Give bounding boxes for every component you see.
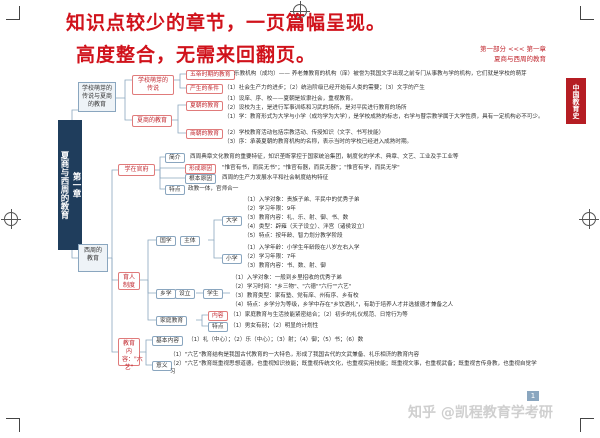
node-jianjie: 简介 [165, 153, 185, 163]
text-family-1: （1）家庭教育与生活技能紧密结合；（2）初步的礼仪规范、日常行为等 [230, 312, 408, 318]
node-guoxue: 国学 [156, 236, 176, 246]
text-xia-1: （1）设庠、序、校——夏朝是奴隶社会，重视教育。 [224, 96, 357, 102]
text-shang-3: （3）序：承袭夏朝的教育机构的名称，表示当时的学校已经进入成熟时期。 [224, 139, 413, 145]
node-basic: 基本内容 [152, 336, 184, 346]
text-daxue-1: （1）入学对象：贵族子弟、平民中的优秀子弟 [244, 197, 360, 203]
text-jianjie: 西周典章文化教育的重要特征，知识垄断掌控于国家统治集团，制度化的学术、典章、文艺… [190, 154, 459, 160]
text-formation: "惟官有书，而民无书"；"惟官有器，而民无器"；"惟官有学，而民无学" [222, 165, 400, 171]
node-traditions: 学校萌芽的传说 [132, 75, 174, 95]
text-shang-2: （2）学校教育活动包括宗教活动、传授知识（文字、书写技能） [224, 130, 385, 136]
crop-mark-bottom-right [580, 418, 594, 432]
node-shang: 商朝的教育 [186, 129, 223, 139]
text-features: 政教一体，官师合一 [188, 186, 239, 192]
crop-mark-top-left [6, 6, 20, 20]
text-basic: （1）礼（中心）；（2）乐（中心）；（3）射；（4）御；（5）书；（6）数 [188, 337, 364, 343]
node-xiashang: 学校萌芽的传说与夏商的教育 [78, 82, 116, 112]
breadcrumb-part: 第一部分 <<< 第一章 [480, 45, 546, 53]
registration-mark-left [1, 209, 21, 229]
registration-mark-right [579, 209, 599, 229]
text-daxue-2: （2）学习年限：9年 [244, 206, 296, 212]
text-xiangxue-4: （4）特点：乡学分为等级，乡学中存在"乡饮酒礼"，有助于培养人才并选拔德才兼备之… [232, 302, 454, 308]
text-xiaoxue-2: （2）学习年限：7年 [244, 254, 296, 260]
node-xiangxue-set: 设立 [175, 289, 195, 299]
chapter-number: 第一章 [71, 172, 81, 198]
side-tab: 中国教育史 [566, 78, 586, 124]
node-family: 家庭教育 [156, 316, 188, 326]
text-xiaoxue-3: （3）教育内容：书、数、射、御 [244, 263, 326, 269]
text-root-cause: 西周的生产力发展水平和社会制度结构特征 [222, 175, 329, 181]
node-family-content: 内容 [208, 311, 228, 321]
node-main: 主体 [180, 236, 200, 246]
node-xiashang-edu: 夏商的教育 [132, 115, 172, 127]
node-wudi: 五帝时期的教育 [186, 70, 235, 80]
text-xiangxue-1: （1）入学对象：一般到乡里招收的优秀子弟 [232, 275, 342, 281]
node-xiaoxue: 小学 [222, 254, 242, 264]
text-xiangxue-2: （2）学习时间："乡三物"、"六德""六行""六艺" [232, 284, 352, 290]
node-xia: 夏朝的教育 [186, 101, 223, 111]
text-shang-1: （1）学：教育形式为大学与小学（成均学为大学），是学校成熟的标志，右学与瞽宗教学… [224, 114, 544, 120]
text-significance-2: （2）"六艺"教育既重视思想道德，也重视知识技能；既重视传统文化，也重视实用技能… [170, 361, 537, 375]
text-conditions: （1）社会生产力的进步；（2）统治阶级已经开始有人类的需要；（3）文字的产生 [224, 85, 425, 91]
node-features: 特点 [165, 185, 185, 195]
node-conditions: 产生的条件 [186, 84, 223, 94]
chapter-block: 第一章 夏商与西周的教育 [58, 120, 82, 250]
crop-mark-top-right [580, 6, 594, 20]
headline-line-2: 高度整合，无需来回翻页。 [76, 44, 317, 66]
text-family-2: （1）男女有别；（2）明显的计划性 [230, 323, 319, 329]
node-xiangxue-student: 学生 [203, 289, 223, 299]
node-significance: 意义 [152, 361, 172, 371]
node-guanxue: 学在官府 [118, 164, 155, 176]
text-daxue-3: （3）教育内容：礼、乐、射、御、书、数 [244, 215, 349, 221]
headline-line-1: 知识点较少的章节，一页篇幅呈现。 [66, 12, 387, 34]
node-system: 育人制度 [118, 272, 140, 290]
node-xiangxue: 乡学 [156, 289, 176, 299]
node-daxue: 大学 [222, 216, 242, 226]
registration-mark-top [290, 1, 310, 21]
crop-mark-bottom-left [6, 418, 20, 432]
node-family-features: 特点 [208, 322, 228, 332]
watermark: 知乎 @凯程教育学考研 [408, 405, 553, 421]
node-formation: 形成原因 [185, 164, 217, 174]
text-daxue-4: （4）类型：辟雍（天子设立）、泮宫（诸侯设立） [244, 224, 368, 230]
text-xiangxue-3: （3）教育类型：家有塾、党有庠、州有序、乡有校 [232, 293, 359, 299]
breadcrumb: 第一部分 <<< 第一章 夏商与西周的教育 [480, 44, 546, 64]
text-significance-1: （1）"六艺"教育结构是我国古代教育的一大特色，形成了我国古代的文武兼备、礼乐相… [170, 352, 420, 358]
node-six-arts: 教育内容："六艺" [118, 338, 143, 371]
breadcrumb-chapter: 夏商与西周的教育 [494, 55, 546, 63]
headline: 知识点较少的章节，一页篇幅呈现。 高度整合，无需来回翻页。 [66, 10, 386, 68]
text-daxue-5: （5）特点：按年龄、智力划分教学阶段 [244, 233, 343, 239]
text-wudi: 乐教机构（成均）—— 养老兼教育的机构（庠）被誉为我国文字出现之前专门从事教与学… [234, 71, 527, 77]
chapter-title: 夏商与西周的教育 [59, 151, 69, 219]
text-xia-2: （2）设校为主，是进行军事训练和习武的场所，是对平民进行教育的场所 [224, 105, 407, 111]
text-xiaoxue-1: （1）入学年龄：小学生年龄段在八岁左右入学 [244, 245, 360, 251]
node-xizhou: 西周的教育 [78, 244, 108, 272]
node-root-cause: 根本原因 [185, 174, 217, 184]
page-number: 1 [527, 391, 539, 401]
